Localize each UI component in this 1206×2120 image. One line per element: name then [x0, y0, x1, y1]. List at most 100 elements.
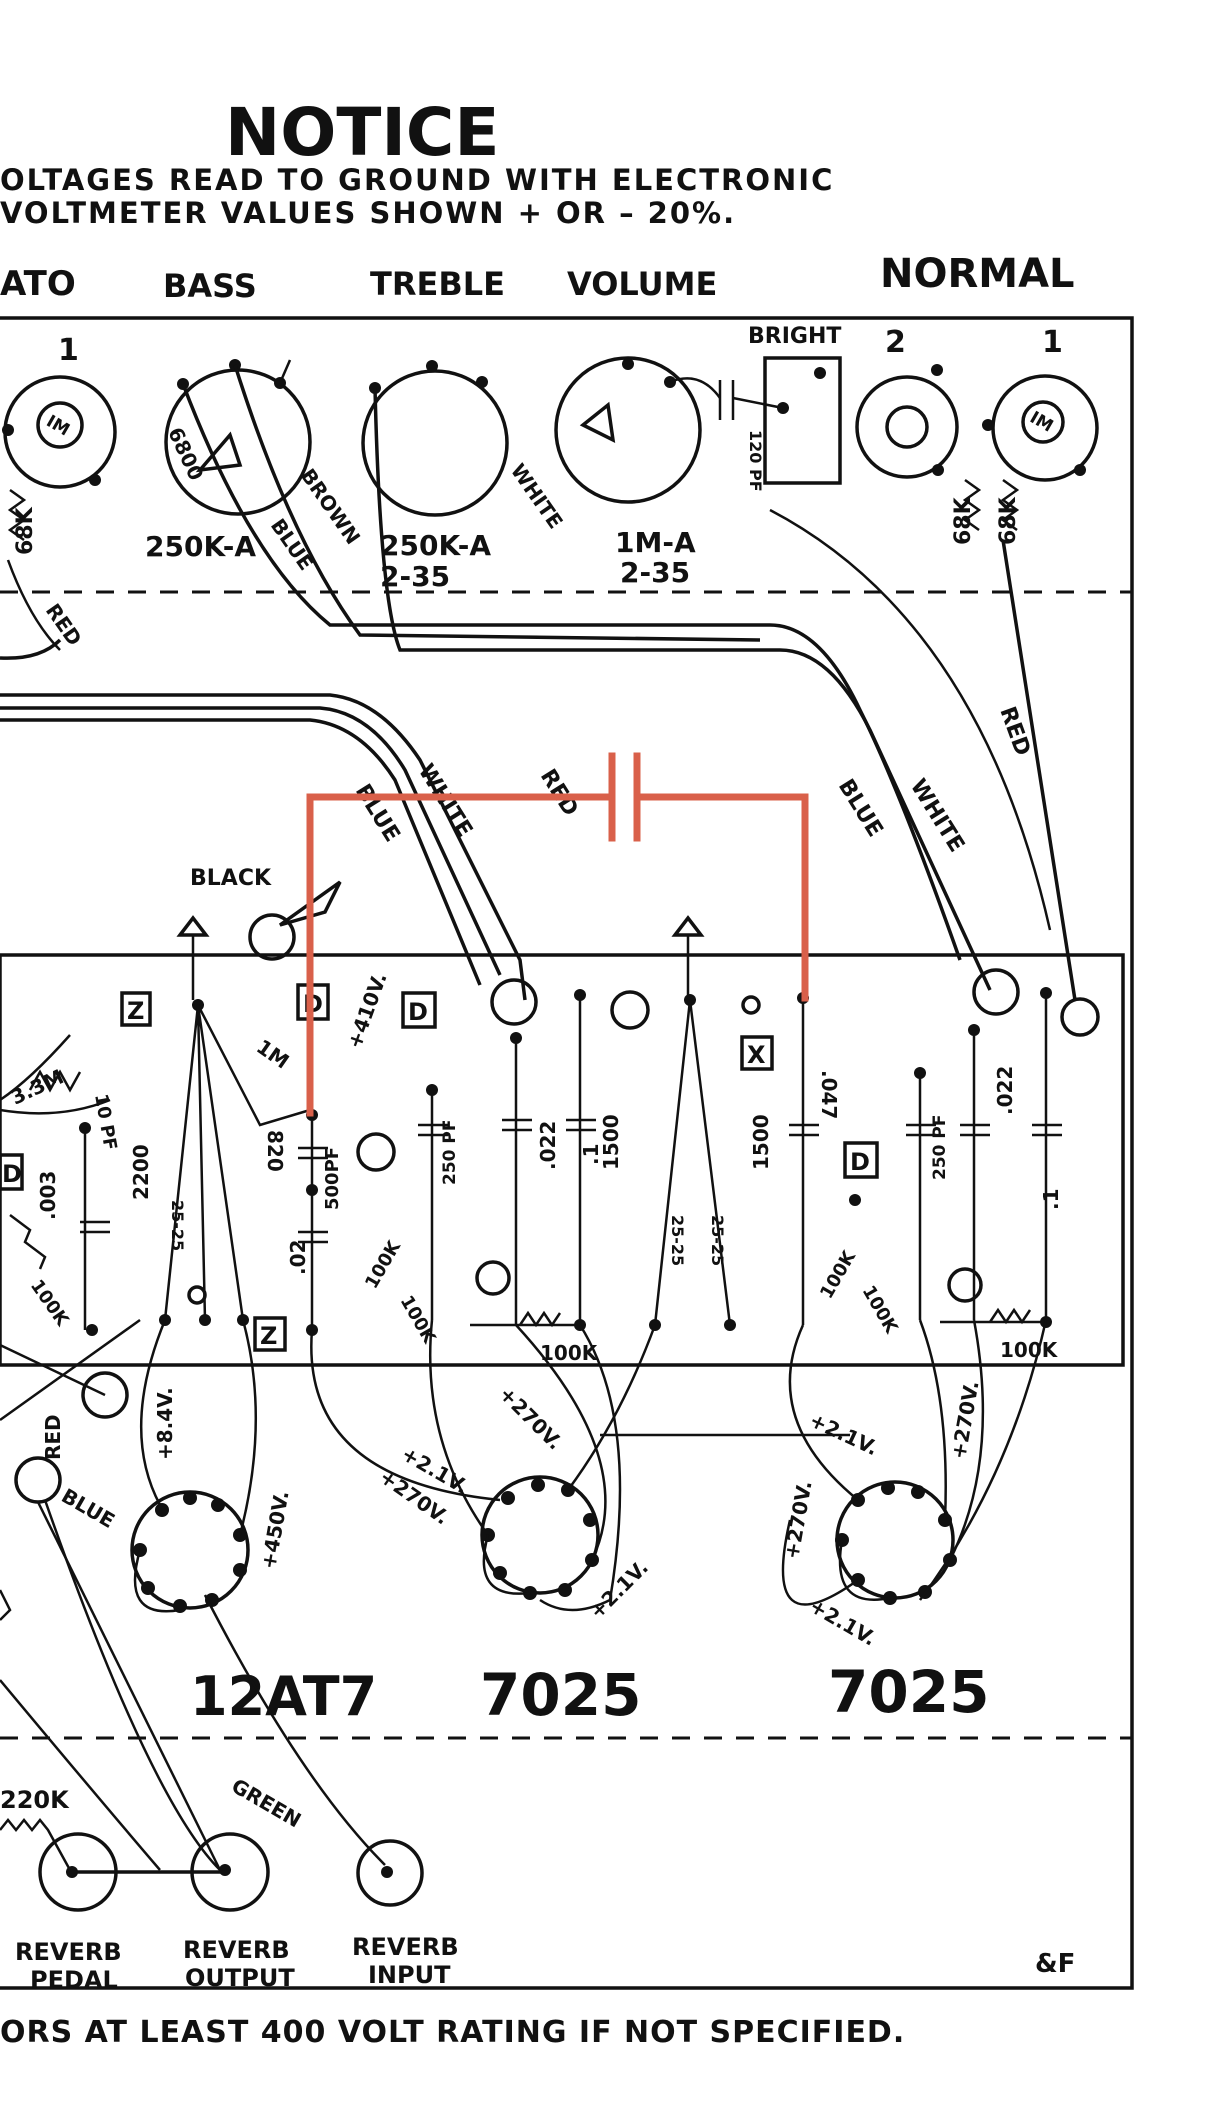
bright-label: BRIGHT: [748, 324, 841, 349]
reverb-input-line2: INPUT: [368, 1961, 451, 1989]
white-label-mid: WHITE: [413, 760, 477, 842]
c-022-b: .022: [993, 1066, 1017, 1115]
reverb-input-jack: [356, 1839, 424, 1907]
c-02: .02: [286, 1240, 310, 1275]
treble-pot-taper: 2-35: [380, 560, 450, 593]
vib-68k: 68K: [13, 506, 38, 555]
treble-label: TREBLE: [370, 265, 505, 303]
c-25-25-a: 25-25: [168, 1200, 187, 1251]
board-outline: [0, 953, 1125, 1367]
r-100k-g: 100K: [1000, 1338, 1059, 1362]
svg-text:X: X: [747, 1041, 766, 1069]
r-3-3m: 3.3M: [7, 1064, 67, 1109]
tube-7025-a-label: 7025: [480, 1661, 641, 1729]
c-250pf-a: 250 PF: [440, 1120, 460, 1185]
d-box-3: D: [843, 1141, 879, 1179]
r-2200: 2200: [129, 1144, 153, 1200]
red-label-vib: RED: [41, 599, 87, 650]
normal-red-wire: [1001, 539, 1077, 1001]
normal-jack-2: 2: [855, 325, 959, 479]
d-box-2: D: [401, 991, 437, 1029]
reverb-output-line1: REVERB: [183, 1936, 290, 1964]
z-box-2: Z: [253, 1316, 287, 1352]
normal-jack-1-number: 1: [1042, 325, 1063, 360]
r-100k-c: 100K: [396, 1292, 440, 1348]
bass-label: BASS: [163, 267, 257, 305]
normal-68k-a: 68K: [951, 496, 976, 545]
blue-label-right: BLUE: [833, 775, 888, 842]
black-label: BLACK: [190, 866, 272, 891]
c-003: .003: [36, 1171, 60, 1220]
voltage-270-d: +270V.: [946, 1379, 983, 1461]
notice-block: NOTICE OLTAGES READ TO GROUND WITH ELECT…: [0, 94, 834, 230]
volume-pot-taper: 2-35: [620, 556, 690, 589]
r-100k-b: 100K: [361, 1236, 405, 1292]
volume-pot-value: 1M-A: [615, 526, 696, 559]
notice-line-2: VOLTMETER VALUES SHOWN + OR – 20%.: [0, 196, 736, 230]
bright-120pf: 120 PF: [746, 430, 765, 492]
socket-wiring: [133, 1319, 1048, 1613]
svg-text:D: D: [408, 998, 428, 1026]
white-label-right: WHITE: [905, 775, 969, 857]
c-500pf: 500PF: [322, 1147, 343, 1210]
tube-socket-7025-b: +2.1V. +270V. +270V. +2.1V. 7025: [779, 1379, 989, 1726]
c-25-25-b: 25-25: [668, 1215, 687, 1266]
blue-label-low: BLUE: [58, 1484, 120, 1533]
z-box-1: Z: [120, 991, 152, 1027]
notice-title: NOTICE: [225, 94, 499, 171]
treble-pot-value: 250K-A: [380, 529, 491, 562]
vibrato-input-jack: 1 IM 68K: [2, 333, 117, 555]
control-labels: ATO BASS TREBLE VOLUME NORMAL: [0, 251, 1075, 305]
reverb-pedal-line2: PEDAL: [30, 1966, 118, 1994]
reverb-pedal-line1: REVERB: [15, 1938, 122, 1966]
blue-label-mid: BLUE: [350, 780, 405, 847]
tube-12at7-label: 12AT7: [190, 1665, 377, 1728]
red-label-mid: RED: [535, 765, 583, 821]
bass-brown-wire: [233, 364, 761, 642]
c-1-a: .1: [579, 1143, 603, 1165]
blue-run-1: [0, 693, 527, 1001]
r-1500-b: 1500: [749, 1114, 773, 1170]
blue-run-2: [0, 706, 502, 976]
c-10pf: 10 PF: [90, 1092, 121, 1152]
notice-line-1: OLTAGES READ TO GROUND WITH ELECTRONIC: [0, 163, 834, 197]
bass-blue-wire: [181, 383, 962, 961]
svg-text:D: D: [850, 1148, 870, 1176]
reverb-output-line2: OUTPUT: [185, 1964, 295, 1992]
volume-label: VOLUME: [567, 265, 717, 303]
normal-jack-1: 1 IM 68K 68K: [951, 325, 1099, 545]
r-220k: 220K: [0, 1786, 70, 1814]
tube-socket-7025-a: +2.1V. +270V. +270V. +2.1V. 7025: [375, 1382, 653, 1729]
green-label: GREEN: [228, 1774, 306, 1833]
mod-capacitor-icon: [608, 752, 641, 842]
brown-label: BROWN: [296, 464, 365, 549]
treble-pot: 250K-A 2-35: [361, 360, 509, 593]
vib-jack-im: IM: [43, 412, 73, 441]
red-label-low: RED: [41, 1414, 65, 1460]
r-100k-a: 100K: [26, 1276, 73, 1331]
c-1-b: .1: [1039, 1188, 1063, 1210]
vibrato-label: ATO: [0, 264, 76, 304]
voltage-410: +410V.: [342, 969, 392, 1051]
c-047: .047: [817, 1070, 841, 1119]
voltage-450: +450V.: [256, 1489, 293, 1571]
normal-jack-im: IM: [1026, 408, 1056, 437]
normal-label: NORMAL: [880, 251, 1075, 297]
green-wire: [203, 1594, 386, 1866]
mod-wire-left: [306, 793, 616, 1117]
d-box-4: D: [0, 1153, 24, 1191]
reverb-section: RED BLUE GREEN 220K REVERB PEDAL REVERB …: [0, 1318, 1132, 1994]
normal-68k-b: 68K: [996, 496, 1021, 545]
tube-7025-b-label: 7025: [828, 1658, 989, 1726]
volume-wiper-wire: [769, 508, 1052, 931]
r-100k-e: 100K: [816, 1246, 860, 1302]
drafter-initials: &F: [1035, 1949, 1075, 1979]
volume-pot: 1M-A 2-35: [554, 356, 702, 589]
x-box: X: [740, 1035, 774, 1071]
treble-white-wire: [373, 387, 992, 991]
vib-jack-number: 1: [58, 333, 79, 368]
voltage-8-4: +8.4V.: [153, 1387, 177, 1460]
bass-pot-value: 250K-A: [145, 530, 256, 563]
